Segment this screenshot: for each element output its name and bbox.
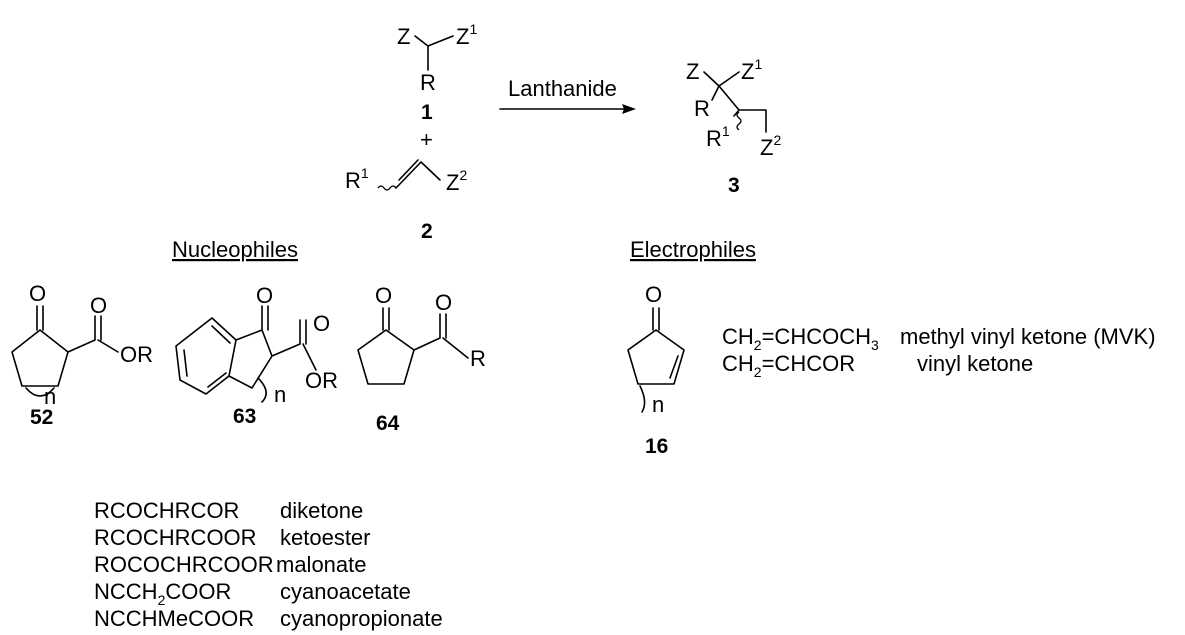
cyclopentane-ring <box>11 329 69 387</box>
atom-z: Z <box>686 59 699 84</box>
atom-o: O <box>435 290 452 315</box>
compound-64: O O R 64 <box>357 283 486 435</box>
ketone-bonds <box>413 313 469 359</box>
nucleophile-formula: RCOCHRCOR <box>94 498 239 523</box>
nucleophile-formula: RCOCHRCOOR <box>94 525 257 550</box>
arrow-head <box>622 104 636 114</box>
atom-o: O <box>256 283 273 308</box>
atom-r: R <box>470 346 486 371</box>
cyclopentenone-ring <box>627 329 685 385</box>
bracket-n <box>639 385 646 413</box>
carbonyl-bond <box>382 307 390 331</box>
compound-52: O O OR n 52 <box>11 281 153 429</box>
atom-z1: Z1 <box>741 56 762 84</box>
atom-or: OR <box>305 368 338 393</box>
carbonyl-bond <box>652 307 660 331</box>
electrophile-list: CH2=CHCOCH3 methyl vinyl ketone (MVK) CH… <box>722 324 1156 380</box>
bonds-reagent-1 <box>414 35 454 71</box>
electrophiles-heading: Electrophiles <box>630 237 756 262</box>
nucleophiles-heading: Nucleophiles <box>172 237 298 262</box>
label-1: 1 <box>421 101 433 124</box>
nucleophile-formula: ROCOCHRCOOR <box>94 552 274 577</box>
nucleophile-name: malonate <box>276 552 367 577</box>
label-64: 64 <box>376 412 400 435</box>
atom-o: O <box>645 282 662 307</box>
atom-r: R <box>420 70 436 95</box>
atom-o: O <box>29 281 46 306</box>
atom-r1: R1 <box>706 123 730 151</box>
ester-bonds <box>271 319 317 371</box>
reagent-2: R1 Z2 2 <box>345 159 467 243</box>
subscript-n: n <box>44 384 56 409</box>
atom-r1: R1 <box>345 165 369 193</box>
electrophile-name: vinyl ketone <box>917 351 1033 376</box>
nucleophile-formula: NCCHMeCOOR <box>94 606 254 631</box>
compound-63: O O OR n 63 <box>175 283 338 428</box>
atom-z: Z <box>397 24 410 49</box>
subscript-n: n <box>652 392 664 417</box>
label-2: 2 <box>421 220 433 243</box>
atom-r: R <box>694 96 710 121</box>
wavy-bond <box>377 185 397 191</box>
electrophile-formula: CH2=CHCOR <box>722 351 855 380</box>
bracket-n <box>25 387 55 397</box>
atom-z1: Z1 <box>456 21 477 49</box>
atom-z2: Z2 <box>446 167 467 195</box>
carbonyl-bond <box>36 305 44 331</box>
bonds-product <box>703 71 767 133</box>
subscript-n: n <box>274 382 286 407</box>
reaction-arrow: Lanthanide <box>499 76 636 114</box>
atom-o: O <box>375 283 392 308</box>
atom-o: O <box>313 311 330 336</box>
atom-z2: Z2 <box>760 132 781 160</box>
label-52: 52 <box>30 406 53 429</box>
plus-sign: + <box>420 127 433 152</box>
atom-o: O <box>90 293 107 318</box>
arrow-label: Lanthanide <box>508 76 617 101</box>
nucleophile-name: cyanoacetate <box>280 579 411 604</box>
reagent-1: Z Z1 R 1 + <box>397 21 477 152</box>
atom-or: OR <box>120 342 153 367</box>
nucleophile-name: cyanopropionate <box>280 606 443 631</box>
cyclopentane-ring <box>357 329 415 385</box>
electrophile-formula: CH2=CHCOCH3 <box>722 324 879 353</box>
nucleophile-name: diketone <box>280 498 363 523</box>
label-16: 16 <box>645 435 668 458</box>
wavy-bond <box>736 111 742 131</box>
compound-16: O n 16 <box>627 282 685 458</box>
electrophile-name: methyl vinyl ketone (MVK) <box>900 324 1156 349</box>
label-63: 63 <box>233 405 256 428</box>
benzene-double-bonds <box>183 325 231 388</box>
alkene-bonds <box>395 159 441 189</box>
label-3: 3 <box>728 174 740 197</box>
ester-bonds <box>67 315 119 353</box>
nucleophile-name: ketoester <box>280 525 371 550</box>
bracket-n <box>257 377 267 403</box>
nucleophile-list: RCOCHRCOR diketone RCOCHRCOOR ketoester … <box>94 498 443 631</box>
product-3: Z Z1 R R1 Z2 3 <box>686 56 781 197</box>
nucleophile-formula: NCCH2COOR <box>94 579 231 608</box>
